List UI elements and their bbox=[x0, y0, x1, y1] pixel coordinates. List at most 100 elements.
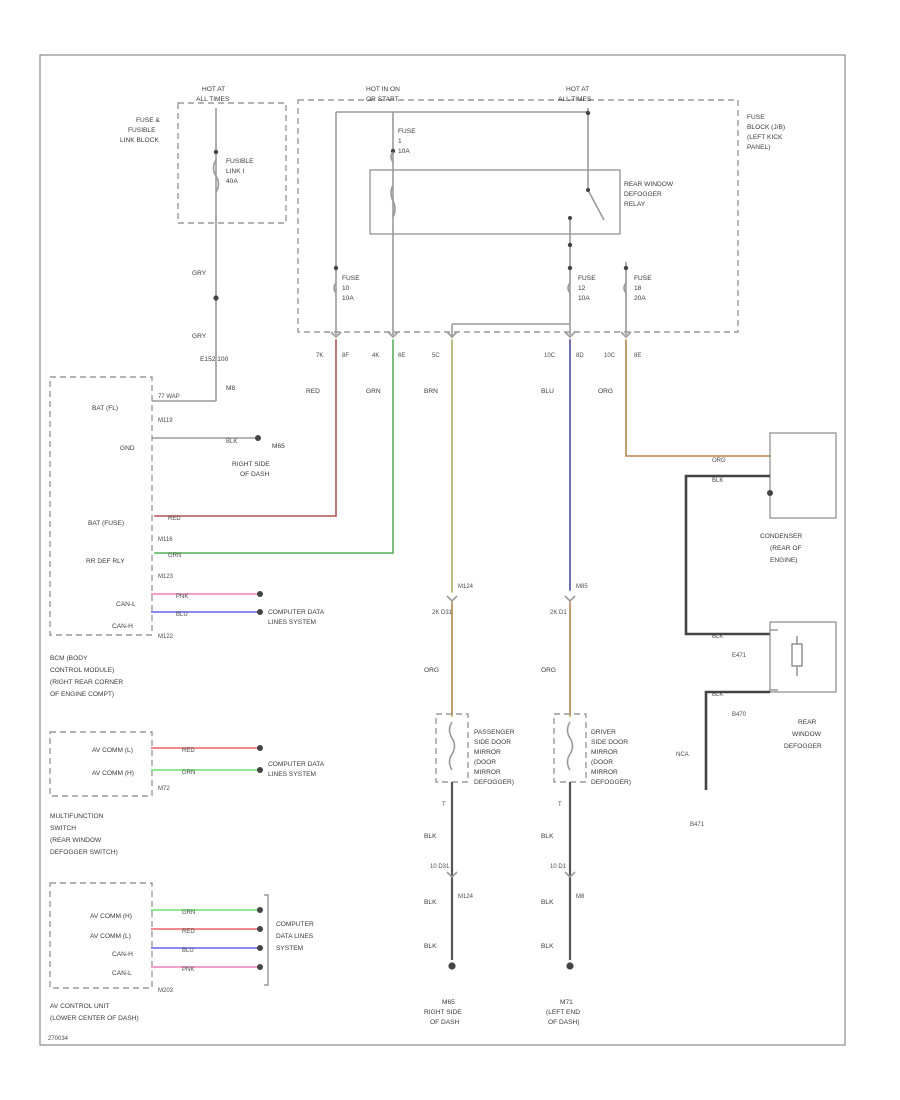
fusible-link-symbol bbox=[212, 159, 220, 193]
wire-org-condenser-core bbox=[625, 340, 770, 457]
fuse-10-node bbox=[333, 265, 339, 271]
mfs-label-3: (REAR WINDOW bbox=[50, 837, 102, 844]
pin-5c: 5C bbox=[432, 353, 440, 359]
condenser-label-1: CONDENSER bbox=[760, 533, 802, 540]
bcm-outline bbox=[49, 376, 153, 636]
drv-d31b: 10 D1 bbox=[550, 864, 567, 870]
drv-connector-marker bbox=[564, 595, 576, 603]
hot-at-all-times-1-line1: HOT AT bbox=[202, 86, 225, 93]
hot-at-all-times-2-line2: ALL TIMES bbox=[558, 96, 592, 103]
drv-mirror-3: MIRROR bbox=[591, 749, 618, 756]
drv-gnd-m71: M71 bbox=[560, 999, 573, 1006]
bcm-label-3: (RIGHT REAR CORNER bbox=[50, 679, 123, 686]
defogger-terminals bbox=[770, 629, 778, 691]
bcm-m116: M116 bbox=[158, 537, 173, 543]
av-pin-comm-l: AV COMM (L) bbox=[90, 933, 131, 940]
drv-m8b: M8 bbox=[576, 894, 585, 900]
pass-mirror-5: MIRROR bbox=[474, 769, 501, 776]
wire-org-condenser bbox=[625, 339, 771, 457]
fuse-fusible-label-1: FUSE & bbox=[136, 117, 160, 124]
bcm-pin-can-l: CAN-L bbox=[116, 601, 136, 608]
fuse-1-node bbox=[390, 148, 396, 154]
fuse-1-symbol bbox=[390, 151, 394, 163]
pin-8f: 8F bbox=[342, 353, 349, 359]
condenser-box bbox=[769, 432, 837, 519]
pass-mirror-heater bbox=[448, 721, 456, 771]
pin-6e: 6E bbox=[398, 353, 405, 359]
av-red-color: RED bbox=[182, 929, 195, 935]
hot-at-all-times-2-line1: HOT AT bbox=[566, 86, 589, 93]
drv-gnd-loc-1: (LEFT END bbox=[546, 1009, 580, 1016]
fuse-12-label-3: 10A bbox=[578, 295, 590, 302]
av-pnk-color: PNK bbox=[182, 967, 194, 973]
drv-mirror-1: DRIVER bbox=[591, 729, 616, 736]
av-label-2: (LOWER CENTER OF DASH) bbox=[50, 1015, 139, 1022]
pass-gnd-loc-1: RIGHT SIDE bbox=[424, 1009, 462, 1016]
fuse-18-symbol bbox=[623, 282, 627, 294]
pass-mirror-2: SIDE DOOR bbox=[474, 739, 511, 746]
condenser-org-label: ORG bbox=[712, 458, 726, 464]
drv-blk-1: BLK bbox=[541, 833, 554, 840]
bcm-pin-gnd: GND bbox=[120, 445, 135, 452]
wire-red-core bbox=[155, 340, 337, 517]
av-blu-end bbox=[257, 945, 263, 951]
bcm-pin-rr-def-rly: RR DEF RLY bbox=[86, 558, 125, 565]
hot-in-on-line2: OR START bbox=[366, 96, 399, 103]
relay-label-3: RELAY bbox=[624, 201, 646, 208]
hot-at-all-times-1-line2: ALL TIMES bbox=[196, 96, 230, 103]
condenser-label-3: ENGINE) bbox=[770, 557, 797, 564]
drv-blk-3: BLK bbox=[541, 943, 554, 950]
pass-gnd-loc-2: OF DASH bbox=[430, 1019, 460, 1026]
defogger-label-1: REAR bbox=[798, 719, 817, 726]
fuse-1-label-3: 10A bbox=[398, 148, 410, 155]
defogger-element-symbol bbox=[791, 643, 803, 667]
mfs-label-4: DEFOGGER SWITCH) bbox=[50, 849, 118, 856]
bcm-computer-data-2: LINES SYSTEM bbox=[268, 619, 316, 626]
fuse-18-node bbox=[623, 265, 629, 271]
bcm-m-wap: 77 WAP bbox=[158, 394, 180, 400]
mfs-av-comm-h: AV COMM (H) bbox=[92, 770, 134, 777]
fuse-12-label-2: 12 bbox=[578, 285, 586, 292]
av-pin-can-h: CAN-H bbox=[112, 951, 133, 958]
bcm-can-h-end bbox=[257, 609, 263, 615]
drv-blk-2: BLK bbox=[541, 899, 554, 906]
conn-d31-left: 2K D31 bbox=[432, 610, 453, 616]
av-grn-end bbox=[257, 907, 263, 913]
label-wire-blu: BLU bbox=[541, 388, 554, 395]
fuse-18-label-2: 18 bbox=[634, 285, 642, 292]
pin-4k: 4K bbox=[372, 353, 379, 359]
av-blu-color: BLU bbox=[182, 948, 194, 954]
pin-7k: 7K bbox=[316, 353, 323, 359]
bcm-label-4: OF ENGINE COMPT) bbox=[50, 691, 114, 698]
bcm-can-l-color: PNK bbox=[176, 594, 188, 600]
pass-connector-marker bbox=[446, 595, 458, 603]
defogger-b471: B471 bbox=[690, 822, 705, 828]
pass-d31b: 10 D31 bbox=[430, 864, 450, 870]
relay-label-1: REAR WINDOW bbox=[624, 181, 674, 188]
drv-gnd-loc-2: OF DASH) bbox=[548, 1019, 580, 1026]
conn-m85: M85 bbox=[576, 584, 588, 590]
conn-d31-right: 2K D1 bbox=[550, 610, 567, 616]
bcm-pin-red-label: RED bbox=[168, 516, 181, 522]
condenser-ground-node bbox=[767, 490, 773, 496]
relay-coil-symbol bbox=[390, 184, 396, 218]
av-bracket bbox=[264, 894, 269, 986]
drv-mirror-outline bbox=[553, 713, 587, 783]
condenser-blk-label: BLK bbox=[712, 478, 723, 484]
drv-mirror-5: MIRROR bbox=[591, 769, 618, 776]
bcm-m122: M122 bbox=[158, 634, 174, 640]
relay-contact bbox=[568, 216, 572, 220]
label-blk-gnd: BLK bbox=[226, 439, 237, 445]
label-org-drv: ORG bbox=[541, 667, 556, 674]
av-computer-data-3: SYSTEM bbox=[276, 945, 303, 952]
fuse-block-connectors bbox=[330, 331, 632, 339]
pin-8d: 8D bbox=[576, 353, 584, 359]
label-wire-brn: BRN bbox=[424, 388, 438, 395]
wire-gry-upper: GRY bbox=[192, 270, 207, 277]
pass-blk-2: BLK bbox=[424, 899, 437, 906]
multifunction-outline bbox=[49, 731, 153, 797]
av-red-end bbox=[257, 926, 263, 932]
fuse-block-label-2: BLOCK (J/B) bbox=[747, 124, 785, 131]
mfs-computer-data-2: LINES SYSTEM bbox=[268, 771, 316, 778]
label-wire-org: ORG bbox=[598, 388, 613, 395]
